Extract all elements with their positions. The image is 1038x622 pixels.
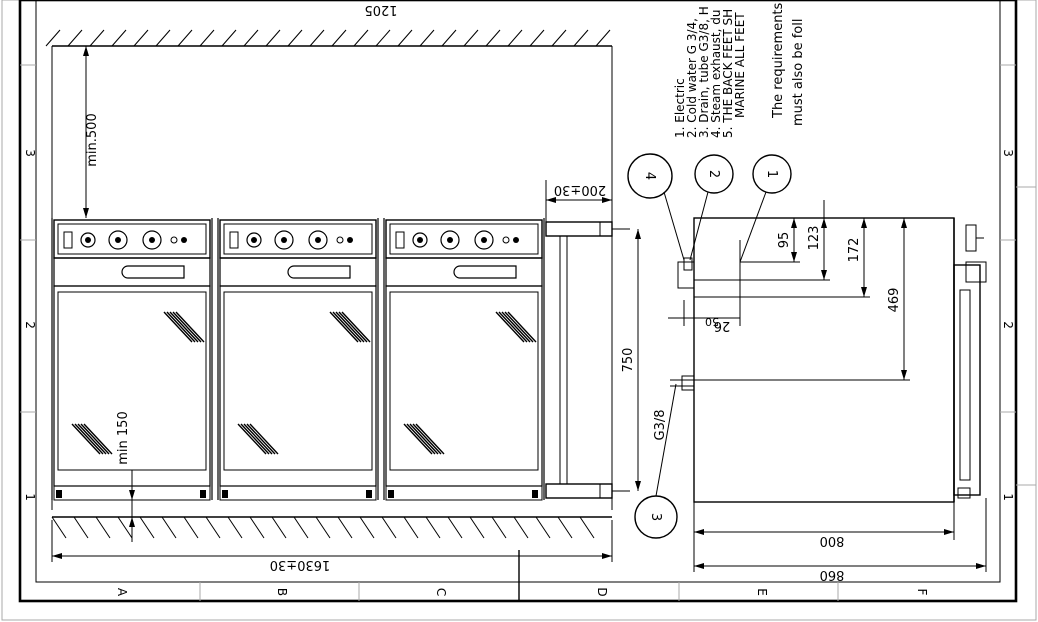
control-knob	[412, 232, 428, 248]
oven-unit	[383, 218, 545, 501]
oven-door	[219, 285, 377, 487]
notes-block: 1. Electric 2. Cold water G 3/4, 3. Drai…	[673, 2, 806, 138]
switch	[63, 231, 73, 249]
dim-95: 95	[777, 232, 792, 249]
note-line-6: MARINE ALL FEET	[733, 12, 747, 118]
note-line-1: 1. Electric	[673, 78, 687, 138]
callout-2-label: 2	[706, 170, 721, 178]
callout-4: 4	[627, 153, 685, 261]
frame-number-left-3: 3	[23, 149, 37, 157]
oven-unit	[217, 218, 379, 501]
dim-50: 50	[705, 315, 719, 328]
frame-letter-a: A	[115, 588, 129, 597]
dim-860: 860	[820, 567, 845, 582]
door-handle	[287, 265, 351, 279]
top-wall	[45, 29, 613, 510]
frame-number-right-3: 3	[1001, 149, 1015, 157]
dim-width-top: 1205	[364, 2, 397, 17]
control-knob	[142, 230, 162, 250]
note-line-4: 4. Steam exhaust, du	[709, 10, 723, 138]
dim-min-150: min 150	[116, 411, 131, 464]
note-line-8: must also be foll	[791, 19, 806, 126]
frame-letter-d: D	[595, 587, 609, 596]
oven-foot	[366, 490, 372, 498]
front-dimensions	[51, 46, 641, 562]
note-line-2: 2. Cold water G 3/4,	[685, 18, 699, 138]
door-glass	[223, 291, 373, 471]
callout-3-label: 3	[648, 513, 663, 521]
dim-750: 750	[621, 348, 636, 373]
pipe-stand	[545, 221, 630, 499]
dim-1630: 1630±30	[270, 557, 331, 572]
frame-letter-c: C	[434, 588, 448, 596]
frame-number-left-2: 2	[23, 321, 37, 329]
frame-number-left-1: 1	[23, 493, 37, 501]
callout-4-label: 4	[642, 172, 657, 180]
oven-foot	[200, 490, 206, 498]
door-top	[53, 257, 211, 287]
dim-200: 200±30	[554, 182, 606, 197]
frame-number-right-2: 2	[1001, 321, 1015, 329]
door-glass	[389, 291, 539, 471]
oven-foot	[532, 490, 538, 498]
note-line-5: 5. THE BACK FEET SH	[721, 9, 735, 138]
dim-172: 172	[847, 238, 862, 263]
control-knob	[108, 230, 128, 250]
frame-number-right-1: 1	[1001, 493, 1015, 501]
indicator-lamp	[170, 236, 178, 244]
callout-3: 3	[634, 383, 678, 539]
oven-foot	[56, 490, 62, 498]
dim-800: 800	[820, 533, 845, 548]
dim-123: 123	[807, 226, 822, 251]
door-glass	[57, 291, 207, 471]
dim-26: 26	[714, 318, 731, 333]
indicator-lamp	[502, 236, 510, 244]
control-knob	[440, 230, 460, 250]
oven-foot	[222, 490, 228, 498]
oven-base	[219, 485, 377, 501]
oven-door	[53, 285, 211, 487]
side-view	[670, 217, 987, 503]
frame-letter-b: B	[275, 588, 289, 596]
door-handle	[121, 265, 185, 279]
indicator-lamp	[336, 236, 344, 244]
oven-unit	[51, 218, 213, 501]
frame-letter-e: E	[755, 588, 769, 596]
control-knob	[308, 230, 328, 250]
dim-min-500: min.500	[85, 113, 100, 166]
oven-front-views	[51, 218, 545, 501]
note-line-3: 3. Drain, tube G3/8, H	[697, 6, 711, 138]
switch	[229, 231, 239, 249]
callout-1-label: 1	[764, 170, 779, 178]
indicator-lamp	[347, 237, 353, 243]
indicator-lamp	[513, 237, 519, 243]
side-dimensions	[668, 200, 987, 572]
floor	[51, 516, 612, 539]
note-line-7: The requirements	[771, 2, 786, 119]
control-knob	[80, 232, 96, 248]
control-knob	[246, 232, 262, 248]
oven-base	[385, 485, 543, 501]
frame-letter-f: F	[915, 589, 929, 596]
door-top	[385, 257, 543, 287]
dim-g38: G3/8	[653, 410, 668, 441]
door-top	[219, 257, 377, 287]
callout-1: 1	[739, 154, 792, 263]
indicator-lamp	[181, 237, 187, 243]
dim-469: 469	[887, 288, 902, 313]
callout-2: 2	[689, 154, 734, 261]
control-knob	[474, 230, 494, 250]
oven-foot	[388, 490, 394, 498]
oven-door	[385, 285, 543, 487]
door-handle	[453, 265, 517, 279]
switch	[395, 231, 405, 249]
control-knob	[274, 230, 294, 250]
